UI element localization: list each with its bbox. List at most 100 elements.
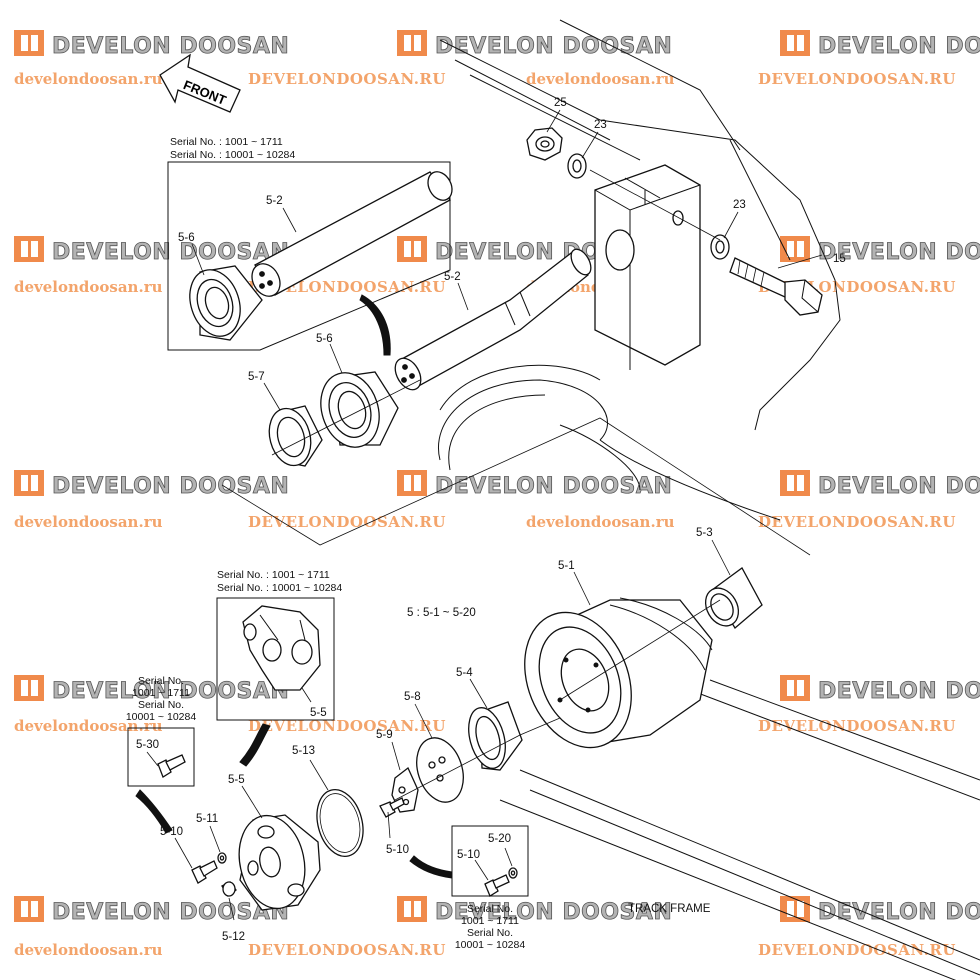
- callout-5-4: 5-4: [456, 667, 473, 679]
- callout-5-10-left: 5-10: [160, 826, 183, 838]
- callout-5-10-inset: 5-10: [457, 849, 480, 861]
- watermark-logo-10: [14, 675, 44, 701]
- watermark-logo-1: [14, 30, 44, 56]
- shaft-5-2-variant: [251, 171, 453, 297]
- front-arrow: FRONT: [159, 53, 241, 113]
- inset-box-left: [127, 727, 195, 787]
- watermark-logo-2: [397, 30, 427, 56]
- callout-5-3: 5-3: [696, 527, 713, 539]
- callout-5-10-center: 5-10: [386, 844, 409, 856]
- leader-bolt-axis: [589, 169, 721, 241]
- plug-5-12: [221, 881, 237, 897]
- callout-5-8: 5-8: [404, 691, 421, 703]
- callout-5-6-variant: 5-6: [178, 232, 195, 244]
- callout-5-5-variant: 5-5: [310, 707, 327, 719]
- watermark-url-14: DEVELONDOOSAN.RU: [248, 717, 446, 735]
- watermark-logo-11: [780, 675, 810, 701]
- serial-note-top-line-1: Serial No. : 1001 ~ 1711: [170, 136, 283, 148]
- watermark-logo-8: [397, 470, 427, 496]
- bracket-block: [594, 164, 701, 370]
- callout-23-top: 23: [594, 119, 607, 131]
- watermark-brand-7: DEVELON DOOSAN: [52, 474, 289, 499]
- serial-note-middle-line-1: Serial No. : 1001 ~ 1711: [217, 569, 330, 581]
- curved-arrow-left: [135, 789, 173, 834]
- watermark-logo-14: [780, 896, 810, 922]
- callout-labels: 25 23 23 15 5-2 5-6 5-2 5-6 5-7 5-3 5-1 …: [136, 97, 846, 943]
- shaft-5-2: [394, 248, 592, 391]
- callout-5-20: 5-20: [488, 833, 511, 845]
- watermark-brand-1: DEVELON DOOSAN: [52, 34, 289, 59]
- watermark-brand-14: DEVELON DOOSAN: [818, 900, 980, 925]
- inset-box-top: [167, 161, 451, 351]
- bolt-5-10-center: [379, 797, 405, 818]
- watermark-brand-2: DEVELON DOOSAN: [435, 34, 672, 59]
- serial-note-middle-line-2: Serial No. : 10001 ~ 10284: [217, 582, 342, 594]
- watermark-url-11: develondoosan.ru: [526, 513, 675, 531]
- inset-box-middle: [216, 597, 335, 721]
- watermark-brand-12: DEVELON DOOSAN: [52, 900, 289, 925]
- serial-note-bottom: Serial No. 1001 ~ 1711 Serial No. 10001 …: [455, 903, 526, 951]
- watermark-url-9: develondoosan.ru: [14, 513, 163, 531]
- serial-note-left-line-1: Serial No.: [138, 675, 184, 687]
- serial-note-bottom-line-1: Serial No.: [467, 903, 513, 915]
- nut-25: [526, 127, 563, 161]
- bolt-5-10-inset: [484, 874, 510, 897]
- callout-5-1: 5-1: [558, 560, 575, 572]
- watermark-url-17: DEVELONDOOSAN.RU: [248, 941, 446, 959]
- curved-arrow-middle: [239, 723, 271, 767]
- seal-5-6-variant: [189, 265, 263, 341]
- plate-5-8: [416, 737, 464, 803]
- watermark-url-13: develondoosan.ru: [14, 717, 163, 735]
- watermark-brand-4: DEVELON DOOSAN: [52, 240, 289, 265]
- bolt-5-30: [157, 754, 186, 778]
- watermark-brand-9: DEVELON DOOSAN: [818, 474, 980, 499]
- callout-5-13: 5-13: [292, 745, 315, 757]
- assembly-line-upper: [221, 417, 811, 556]
- watermark-logo-5: [397, 236, 427, 262]
- watermark-logo-9: [780, 470, 810, 496]
- callout-25: 25: [554, 97, 567, 109]
- watermark-url-15: DEVELONDOOSAN.RU: [758, 717, 956, 735]
- watermark-brand-6: DEVELON DOOSAN: [818, 240, 980, 265]
- callout-5-11: 5-11: [196, 813, 218, 825]
- washer-23-top: [567, 153, 587, 179]
- cover-5-5: [238, 814, 321, 911]
- washer-5-20: [508, 867, 518, 879]
- serial-note-middle: Serial No. : 1001 ~ 1711 Serial No. : 10…: [217, 569, 342, 594]
- seal-5-6: [320, 371, 399, 448]
- bushing-5-3: [704, 567, 763, 629]
- track-frame: [438, 19, 980, 980]
- watermark-url-1: develondoosan.ru: [14, 70, 163, 88]
- washer-5-11: [217, 852, 227, 864]
- bolt-15: [729, 257, 823, 316]
- watermark-logo-7: [14, 470, 44, 496]
- watermark-brand-3: DEVELON DOOSAN: [818, 34, 980, 59]
- watermark-url-2: DEVELONDOOSAN.RU: [248, 70, 446, 88]
- watermark-logo-3: [780, 30, 810, 56]
- bolt-5-10-left: [191, 860, 218, 884]
- watermark-url-18: DEVELONDOOSAN.RU: [758, 941, 956, 959]
- assembly-note: 5 : 5-1 ~ 5-20: [407, 607, 476, 619]
- leader-lines: [146, 109, 823, 921]
- serial-note-bottom-line-3: Serial No.: [467, 927, 513, 939]
- callout-5-2-variant: 5-2: [266, 195, 283, 207]
- callout-5-2: 5-2: [444, 271, 461, 283]
- track-frame-label: TRACK FRAME: [628, 903, 711, 915]
- watermark-layer: DEVELON DOOSAN DEVELON DOOSAN DEVELON DO…: [14, 30, 980, 959]
- serial-note-left-line-4: 10001 ~ 10284: [126, 711, 197, 723]
- callout-5-12: 5-12: [222, 931, 245, 943]
- watermark-url-4: DEVELONDOOSAN.RU: [758, 70, 956, 88]
- washer-23-right: [710, 234, 730, 260]
- watermark-url-10: DEVELONDOOSAN.RU: [248, 513, 446, 531]
- o-ring-5-13: [316, 789, 364, 857]
- watermark-logo-13: [397, 896, 427, 922]
- callout-5-30: 5-30: [136, 739, 159, 751]
- watermark-brand-13: DEVELON DOOSAN: [435, 900, 672, 925]
- serial-note-top: Serial No. : 1001 ~ 1711 Serial No. : 10…: [170, 136, 295, 161]
- watermark-url-3: develondoosan.ru: [526, 70, 675, 88]
- watermark-logo-12: [14, 896, 44, 922]
- serial-note-left-line-3: Serial No.: [138, 699, 184, 711]
- callout-5-6: 5-6: [316, 333, 333, 345]
- watermark-brand-8: DEVELON DOOSAN: [435, 474, 672, 499]
- serial-note-top-line-2: Serial No. : 10001 ~ 10284: [170, 149, 295, 161]
